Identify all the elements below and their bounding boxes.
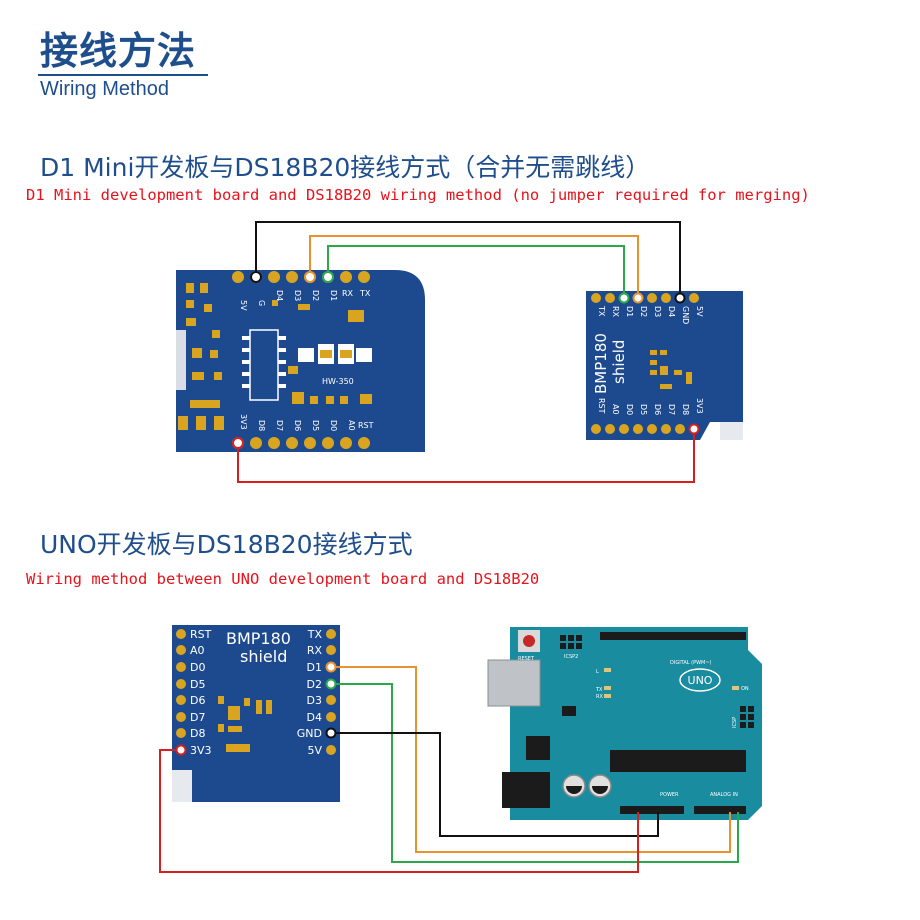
uno-digital-label: DIGITAL (PWM~): [670, 660, 712, 666]
wire-d1: [327, 245, 625, 293]
bmp180-shield-board-2: RST A0 D0 D5 D6 D7 D8 3V3 TX RX D1 D2 D3…: [172, 625, 340, 802]
uno-reset-label: RESET: [518, 656, 535, 662]
d1-top-pin-label: D1: [329, 290, 338, 301]
d1-bottom-pin-label: RST: [358, 421, 374, 430]
bmp180-shield-board-1: TX RX D1 D2 D3 D4 GND 5V RST A0 D0 D5 D6…: [586, 291, 743, 440]
wire-d2: [309, 235, 639, 293]
shield2-right-pin-label: D1: [307, 661, 322, 674]
shield2-right-pin-label: D2: [307, 678, 322, 691]
section1-subtitle: D1 Mini development board and DS18B20 wi…: [26, 186, 810, 204]
d1-top-pin-label: 5V: [239, 300, 248, 311]
shield1-top-pin-label: 5V: [695, 306, 704, 317]
d1-top-pin-label: TX: [359, 289, 371, 298]
d1-top-pin-label: D3: [293, 290, 302, 301]
shield2-left-pin-label: D6: [190, 694, 205, 707]
shield2-left-pin-label: D8: [190, 727, 205, 740]
d1-bottom-pin-label: D7: [275, 420, 284, 431]
shield1-top-pin-label: D2: [639, 306, 648, 317]
page-subtitle: Wiring Method: [40, 78, 169, 100]
shield1-bottom-pin-label: 3V3: [695, 398, 704, 414]
d1-bottom-pin-label: D0: [329, 420, 338, 431]
shield1-bottom-pin-label: D0: [625, 404, 634, 415]
d1-top-pin-label: G: [257, 300, 266, 306]
wire-d1-uno: [336, 666, 731, 853]
shield2-right-pin-label: D3: [307, 694, 322, 707]
wire-gnd-uno: [336, 732, 659, 837]
shield1-top-pin-label: D3: [653, 306, 662, 317]
uno-led-label: L: [596, 669, 599, 675]
shield2-left-pin-label: RST: [190, 628, 212, 641]
shield1-bottom-pin-label: D7: [667, 404, 676, 415]
shield1-bottom-pin-label: D6: [653, 404, 662, 415]
shield2-right-pin-label: 5V: [307, 744, 322, 757]
d1-top-pin-label: RX: [342, 289, 354, 298]
shield2-left-pin-label: D5: [190, 678, 205, 691]
shield1-bottom-pin-label: D5: [639, 404, 648, 415]
uno-on-label: ON: [741, 686, 749, 692]
wire-3v3-uno: [159, 749, 639, 873]
d1-mini-board: 5V G D4 D3 D2 D1 RX TX: [176, 270, 425, 452]
section1-title: D1 Mini开发板与DS18B20接线方式（合并无需跳线）: [40, 153, 651, 182]
shield1-top-pin-label: RX: [611, 306, 620, 318]
page-title: 接线方法: [40, 29, 197, 73]
shield1-bottom-pin-label: RST: [597, 398, 606, 414]
shield1-top-pin-label: TX: [597, 305, 606, 317]
uno-icsp2-label: ICSP2: [564, 654, 578, 660]
d1-bottom-pin-label: 3V3: [239, 414, 248, 430]
arduino-uno-board: RESET ICSP2 DIGITAL (PWM~) UNO L TX RX O…: [487, 627, 762, 820]
section2-subtitle: Wiring method between UNO development bo…: [26, 570, 540, 588]
uno-analog-label: ANALOG IN: [710, 792, 738, 798]
shield2-left-pin-label: D7: [190, 711, 205, 724]
shield1-bottom-pin-label: D8: [681, 404, 690, 415]
section2-wires: [159, 666, 739, 873]
shield2-right-pin-label: TX: [307, 628, 323, 641]
d1-bottom-pin-label: D8: [257, 420, 266, 431]
shield2-right-pin-label: RX: [307, 644, 323, 657]
uno-icsp-label: ICSP: [732, 717, 738, 728]
shield2-left-pin-label: 3V3: [190, 744, 212, 757]
uno-logo: UNO: [688, 674, 713, 687]
uno-led-label: TX: [595, 687, 603, 693]
shield1-title: BMP180: [592, 333, 610, 394]
wire-gnd: [255, 221, 681, 293]
uno-led-label: RX: [596, 694, 603, 700]
d1-top-pin-label: D4: [275, 290, 284, 301]
section1-wires: [237, 221, 695, 483]
shield1-top-pin-label: D4: [667, 306, 676, 317]
shield2-left-pin-label: A0: [190, 644, 205, 657]
uno-power-label: POWER: [660, 792, 679, 798]
shield2-right-pin-label: D4: [307, 711, 322, 724]
shield1-top-pin-label: D1: [625, 306, 634, 317]
shield2-left-pin-label: D0: [190, 661, 205, 674]
wire-d2-uno: [336, 683, 739, 863]
d1-bottom-pin-label: D6: [293, 420, 302, 431]
shield2-subtitle: shield: [240, 647, 287, 666]
wire-3v3: [237, 434, 695, 483]
section2-title: UNO开发板与DS18B20接线方式: [40, 530, 413, 559]
d1-top-pin-label: D2: [311, 290, 320, 301]
shield1-bottom-pin-label: A0: [611, 404, 620, 415]
d1-bottom-pin-label: A0: [347, 420, 356, 431]
shield2-right-pin-label: GND: [297, 727, 322, 740]
title-underline: [38, 74, 208, 76]
d1-chip-label: HW-350: [322, 377, 354, 386]
d1-bottom-pin-label: D5: [311, 420, 320, 431]
shield1-top-pin-label: GND: [681, 306, 690, 324]
shield1-subtitle: shield: [610, 340, 628, 384]
shield2-title: BMP180: [226, 629, 291, 648]
